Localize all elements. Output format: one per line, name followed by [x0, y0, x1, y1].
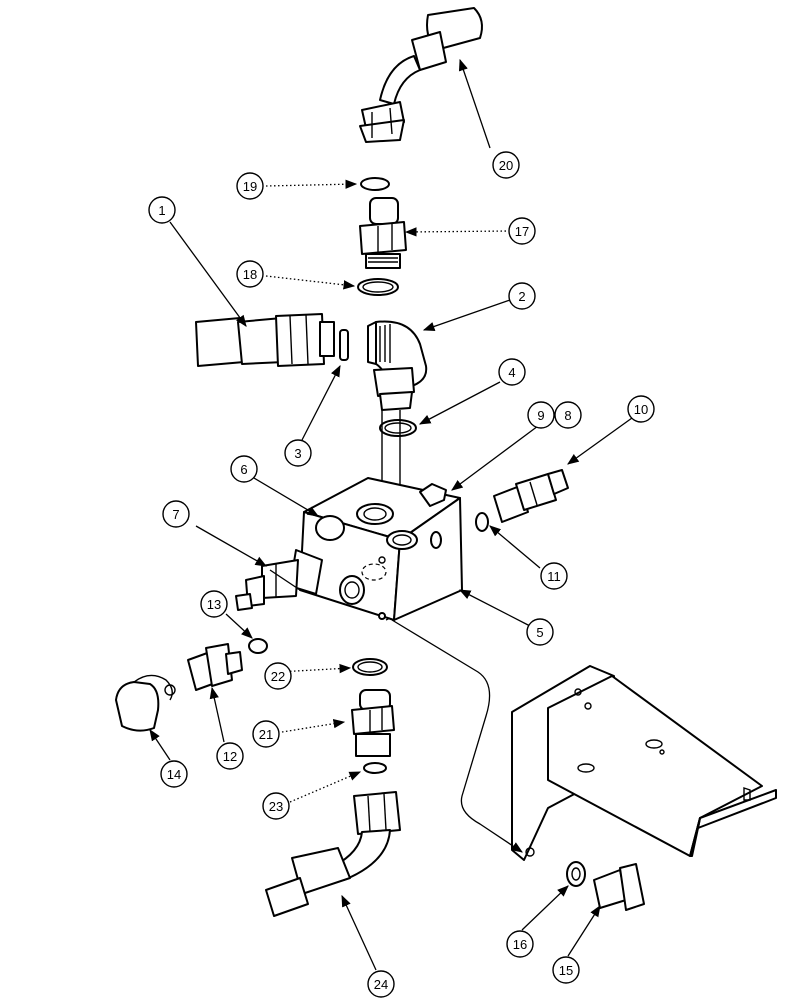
svg-text:5: 5 [536, 625, 543, 640]
callout-5: 5 [526, 618, 554, 646]
seal-washer [339, 329, 349, 361]
o-ring-right [475, 512, 489, 532]
callout-22: 22 [264, 662, 292, 690]
test-port-fitting [187, 643, 243, 691]
callout-23: 23 [262, 792, 290, 820]
straight-fitting-lower [351, 689, 395, 757]
callout-16: 16 [506, 930, 534, 958]
svg-text:7: 7 [172, 507, 179, 522]
valve-block [299, 477, 463, 621]
callout-15: 15 [552, 956, 580, 984]
callout-6: 6 [230, 455, 258, 483]
callout-21: 21 [252, 720, 280, 748]
hose-assembly [195, 313, 335, 367]
svg-text:10: 10 [634, 402, 648, 417]
ninety-degree-elbow [367, 320, 428, 411]
cartridge-valve-left [235, 549, 323, 611]
small-o-ring-lower [363, 762, 387, 774]
svg-text:17: 17 [515, 224, 529, 239]
svg-text:18: 18 [243, 267, 257, 282]
callout-4: 4 [498, 358, 526, 386]
svg-text:2: 2 [518, 289, 525, 304]
callout-24: 24 [367, 970, 395, 998]
svg-text:16: 16 [513, 937, 527, 952]
o-ring-elbow [379, 419, 417, 437]
upper-elbow-hose [359, 7, 483, 143]
svg-text:12: 12 [223, 749, 237, 764]
svg-text:4: 4 [508, 365, 515, 380]
callout-11: 11 [540, 562, 568, 590]
callout-14: 14 [160, 760, 188, 788]
callout-19: 19 [236, 172, 264, 200]
cartridge-valve-right [493, 469, 569, 523]
callout-7: 7 [162, 500, 190, 528]
svg-text:22: 22 [271, 669, 285, 684]
callout-8: 8 [554, 401, 582, 429]
callout-1: 1 [148, 196, 176, 224]
callout-2: 2 [508, 282, 536, 310]
callout-13: 13 [200, 590, 228, 618]
svg-text:24: 24 [374, 977, 388, 992]
large-o-ring-upper [357, 278, 399, 296]
hex-bolt [593, 863, 645, 911]
callout-9: 9 [527, 401, 555, 429]
o-ring-left [248, 638, 268, 654]
callout-12: 12 [216, 742, 244, 770]
straight-fitting-upper [359, 197, 407, 269]
svg-text:6: 6 [240, 462, 247, 477]
svg-text:11: 11 [547, 569, 561, 584]
callout-3: 3 [284, 439, 312, 467]
callout-10: 10 [627, 395, 655, 423]
svg-text:3: 3 [294, 446, 301, 461]
svg-text:15: 15 [559, 963, 573, 978]
small-o-ring-upper [360, 177, 390, 191]
o-ring-lower [352, 658, 388, 676]
lower-elbow-hose [265, 791, 401, 917]
svg-text:9: 9 [537, 408, 544, 423]
svg-text:20: 20 [499, 158, 513, 173]
svg-text:19: 19 [243, 179, 257, 194]
dust-cap [115, 674, 176, 732]
mounting-bracket [511, 665, 777, 861]
svg-text:23: 23 [269, 799, 283, 814]
svg-text:14: 14 [167, 767, 181, 782]
svg-text:1: 1 [158, 203, 165, 218]
callout-17: 17 [508, 217, 536, 245]
leader-lines [149, 58, 633, 971]
callout-18: 18 [236, 260, 264, 288]
svg-text:8: 8 [564, 408, 571, 423]
svg-text:21: 21 [259, 727, 273, 742]
svg-text:13: 13 [207, 597, 221, 612]
callout-20: 20 [492, 151, 520, 179]
lock-washer [566, 861, 586, 887]
